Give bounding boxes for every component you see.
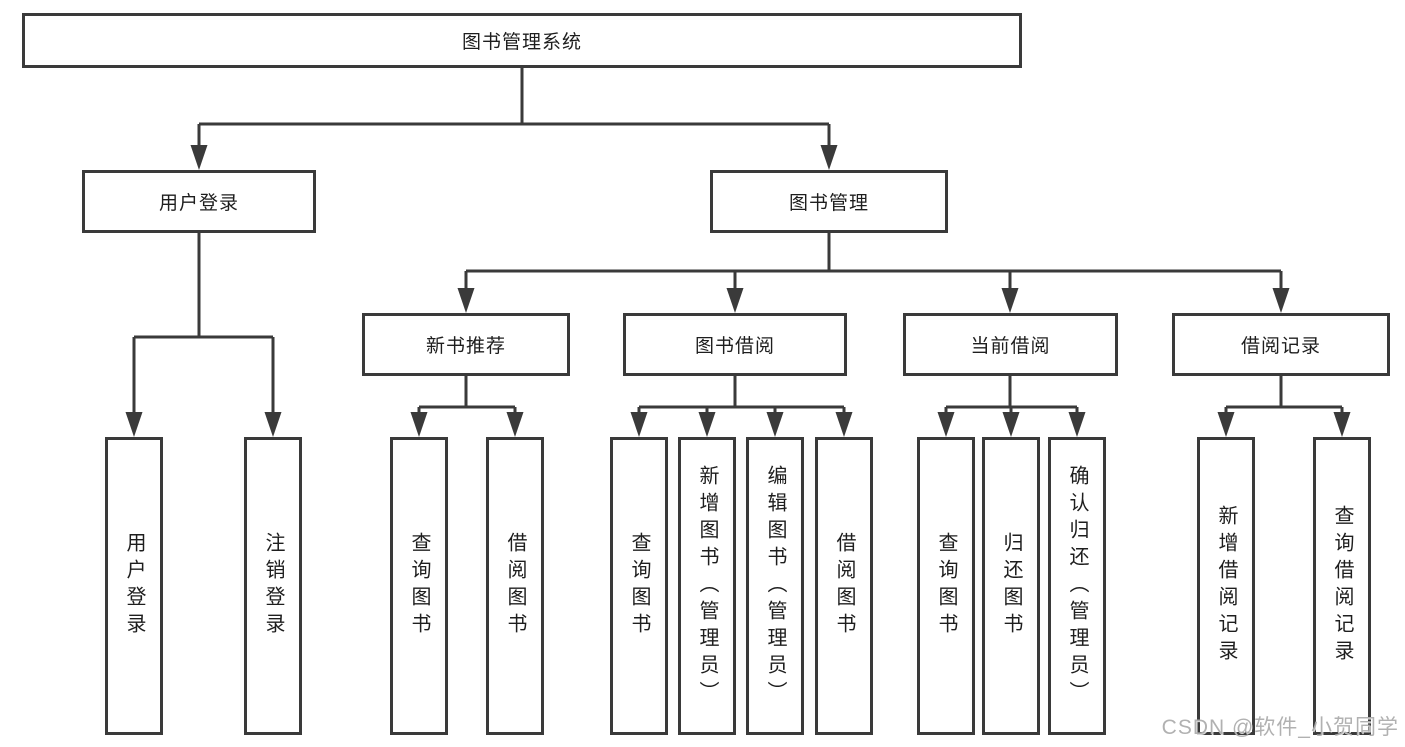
node-user-login: 用户登录 [82, 170, 316, 233]
leaf-query-books-3: 查询图书 [917, 437, 975, 735]
node-book-management: 图书管理 [710, 170, 948, 233]
leaf-query-books-3-label: 查询图书 [935, 532, 957, 640]
leaf-query-borrow-record-label: 查询借阅记录 [1331, 505, 1353, 667]
leaf-borrow-books-1-label: 借阅图书 [504, 532, 526, 640]
node-root-label: 图书管理系统 [461, 32, 582, 53]
leaf-add-borrow-record-label: 新增借阅记录 [1215, 505, 1237, 667]
node-new-book-recommend: 新书推荐 [362, 313, 570, 376]
leaf-user-login: 用户登录 [105, 437, 163, 735]
node-book-borrow: 图书借阅 [623, 313, 847, 376]
leaf-return-books: 归还图书 [982, 437, 1040, 735]
node-new-book-recommend-label: 新书推荐 [425, 336, 506, 357]
leaf-return-books-label: 归还图书 [1000, 532, 1022, 640]
leaf-query-borrow-record: 查询借阅记录 [1313, 437, 1371, 735]
node-book-management-label: 图书管理 [788, 193, 869, 214]
leaf-query-books-1-label: 查询图书 [408, 532, 430, 640]
leaf-query-books-2: 查询图书 [610, 437, 668, 735]
node-borrow-records-label: 借阅记录 [1240, 336, 1321, 357]
node-current-borrow-label: 当前借阅 [970, 336, 1051, 357]
node-current-borrow: 当前借阅 [903, 313, 1118, 376]
leaf-borrow-books-2-label: 借阅图书 [833, 532, 855, 640]
leaf-edit-book-admin-label: 编辑图书（管理员） [764, 464, 786, 708]
leaf-edit-book-admin: 编辑图书（管理员） [746, 437, 804, 735]
node-book-borrow-label: 图书借阅 [694, 336, 775, 357]
node-root: 图书管理系统 [22, 13, 1022, 68]
leaf-user-login-label: 用户登录 [123, 532, 145, 640]
leaf-confirm-return-admin-label: 确认归还（管理员） [1066, 464, 1088, 708]
leaf-query-books-1: 查询图书 [390, 437, 448, 735]
leaf-borrow-books-1: 借阅图书 [486, 437, 544, 735]
node-borrow-records: 借阅记录 [1172, 313, 1390, 376]
leaf-add-book-admin-label: 新增图书（管理员） [696, 464, 718, 708]
leaf-confirm-return-admin: 确认归还（管理员） [1048, 437, 1106, 735]
node-user-login-label: 用户登录 [158, 193, 239, 214]
csdn-watermark: CSDN @软件_小贺同学 [1161, 716, 1399, 739]
leaf-logout: 注销登录 [244, 437, 302, 735]
leaf-logout-label: 注销登录 [262, 532, 284, 640]
leaf-borrow-books-2: 借阅图书 [815, 437, 873, 735]
leaf-query-books-2-label: 查询图书 [628, 532, 650, 640]
leaf-add-borrow-record: 新增借阅记录 [1197, 437, 1255, 735]
leaf-add-book-admin: 新增图书（管理员） [678, 437, 736, 735]
